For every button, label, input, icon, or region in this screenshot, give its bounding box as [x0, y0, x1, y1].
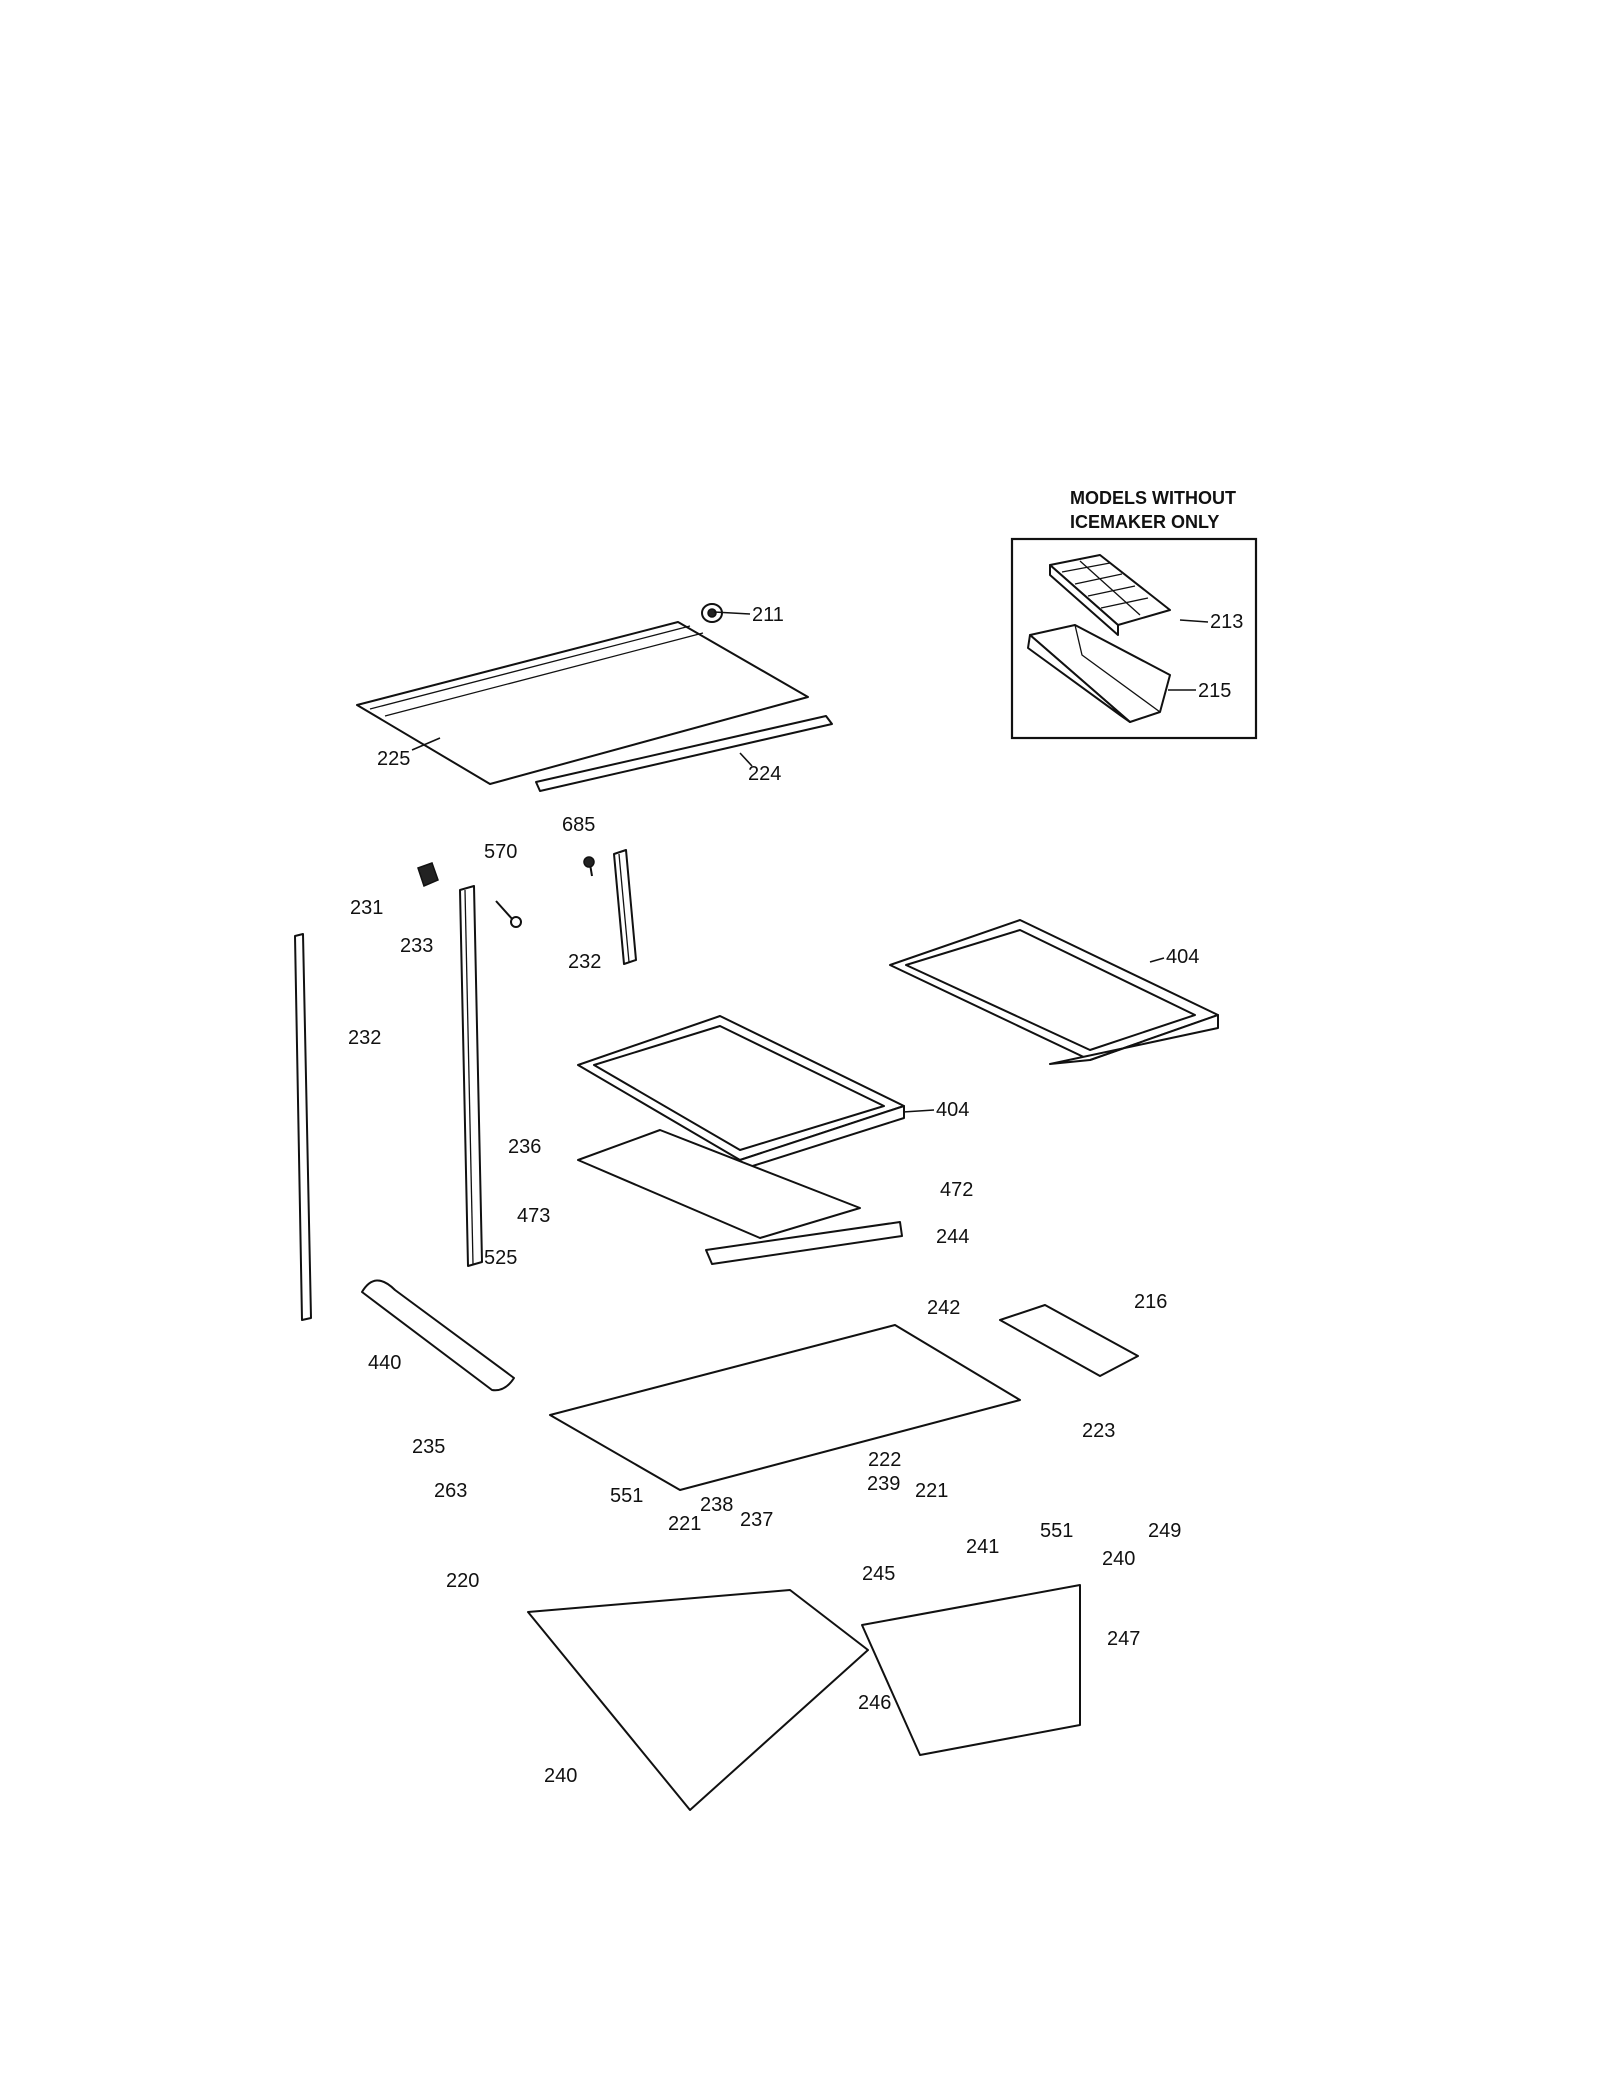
callout-685: 685	[562, 814, 595, 836]
inset-title-line1: MODELS WITHOUT	[1070, 488, 1236, 508]
callout-245: 245	[862, 1563, 895, 1585]
callout-222: 222	[868, 1449, 901, 1471]
inset-title-line2: ICEMAKER ONLY	[1070, 512, 1219, 532]
callout-238: 238	[700, 1494, 733, 1516]
callout-211: 211	[752, 604, 784, 626]
crisper-drawer-right	[861, 1584, 1081, 1756]
ice-bin	[1027, 624, 1171, 723]
callout-249: 249	[1148, 1520, 1181, 1542]
callout-224: 224	[748, 763, 781, 785]
callout-240-right: 240	[1102, 1548, 1135, 1570]
callout-235: 235	[412, 1436, 445, 1458]
callout-237: 237	[740, 1509, 773, 1531]
callout-242: 242	[927, 1297, 960, 1319]
callout-247: 247	[1107, 1628, 1140, 1650]
callout-236: 236	[508, 1136, 541, 1158]
screw-570	[495, 900, 522, 928]
callout-233: 233	[400, 935, 433, 957]
callout-551-left: 551	[610, 1485, 643, 1507]
right-ladder	[613, 849, 637, 965]
callout-215: 215	[1198, 680, 1231, 702]
cover-440	[361, 1279, 515, 1392]
shelf-236	[577, 1129, 903, 1265]
callout-551-right: 551	[1040, 1520, 1073, 1542]
bin-216	[999, 1304, 1139, 1377]
callout-221-left: 221	[668, 1513, 701, 1535]
callout-263: 263	[434, 1480, 467, 1502]
callout-525: 525	[484, 1247, 517, 1269]
callout-240-left: 240	[544, 1765, 577, 1787]
glass-shelf-right	[889, 919, 1219, 1065]
shelf-trim	[535, 715, 833, 792]
pan-cover	[549, 1324, 1021, 1491]
callout-221-right: 221	[915, 1480, 948, 1502]
callout-239: 239	[867, 1473, 900, 1495]
crisper-drawer-left	[527, 1589, 869, 1811]
callout-472: 472	[940, 1179, 973, 1201]
callout-220: 220	[446, 1570, 479, 1592]
wire-shelf	[356, 621, 809, 785]
center-ladder	[459, 885, 483, 1267]
callout-570: 570	[484, 841, 517, 863]
ice-tray	[1049, 554, 1171, 636]
callout-225: 225	[377, 748, 410, 770]
callout-232-right: 232	[568, 951, 601, 973]
callout-440: 440	[368, 1352, 401, 1374]
callout-473: 473	[517, 1205, 550, 1227]
ladder-cap	[417, 862, 439, 888]
callout-231: 231	[350, 897, 383, 919]
icemaker-inset: MODELS WITHOUT ICEMAKER ONLY	[1010, 488, 1258, 740]
callout-404-right: 404	[1166, 946, 1199, 968]
glass-shelf-middle	[577, 1015, 905, 1171]
callout-244: 244	[936, 1226, 969, 1248]
callouts: 211 213 215 225 224 685 570 231 233 232 …	[348, 604, 1243, 1787]
callout-216: 216	[1134, 1291, 1167, 1313]
callout-223: 223	[1082, 1420, 1115, 1442]
callout-404-middle: 404	[936, 1099, 969, 1121]
screw-685	[583, 856, 595, 877]
left-rail	[294, 933, 312, 1321]
inset-frame	[1010, 537, 1258, 740]
callout-241: 241	[966, 1536, 999, 1558]
callout-232-left: 232	[348, 1027, 381, 1049]
callout-246: 246	[858, 1692, 891, 1714]
callout-213: 213	[1210, 611, 1243, 633]
